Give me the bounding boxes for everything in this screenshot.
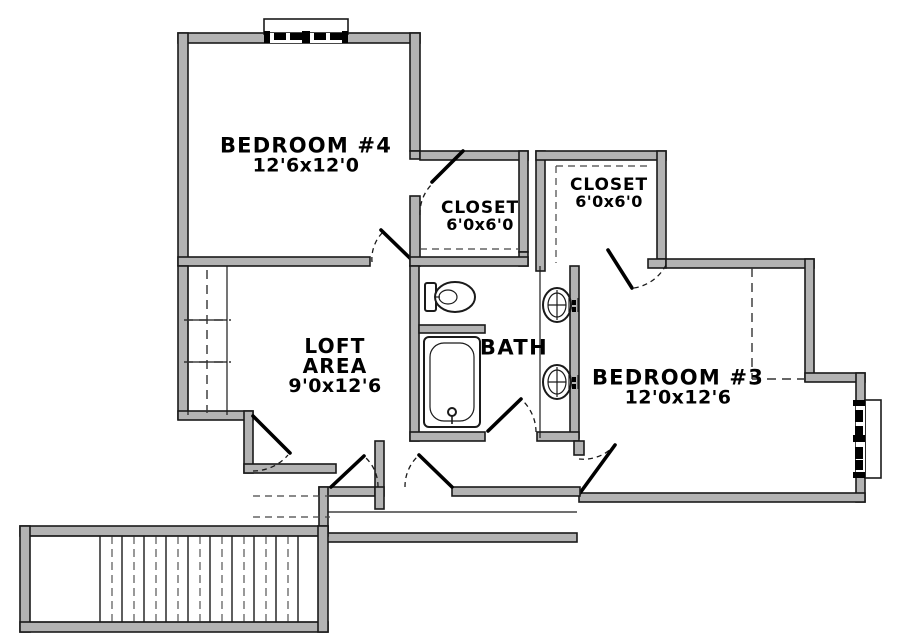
door-closet-2[interactable] <box>606 248 667 290</box>
door-hall-b[interactable] <box>404 453 454 489</box>
window-bedroom4-north <box>263 18 349 43</box>
loft-area-walls <box>177 265 337 474</box>
door-closet-1[interactable] <box>419 149 465 216</box>
vanity-sink-upper <box>542 287 579 323</box>
door-bedroom3[interactable] <box>573 440 617 495</box>
bathtub-fixture <box>418 324 486 428</box>
vanity-sink-lower <box>542 364 579 400</box>
door-bath[interactable] <box>486 397 537 433</box>
door-hall-a[interactable] <box>329 454 379 489</box>
door-loft-west[interactable] <box>251 414 292 472</box>
bath-walls <box>409 265 580 442</box>
window-bedroom3-east <box>853 399 882 479</box>
closet-2-walls <box>535 150 667 272</box>
toilet-fixture <box>424 281 476 313</box>
staircase <box>19 525 329 633</box>
bedroom-3-walls <box>578 258 866 503</box>
closet-1-walls <box>409 150 529 267</box>
